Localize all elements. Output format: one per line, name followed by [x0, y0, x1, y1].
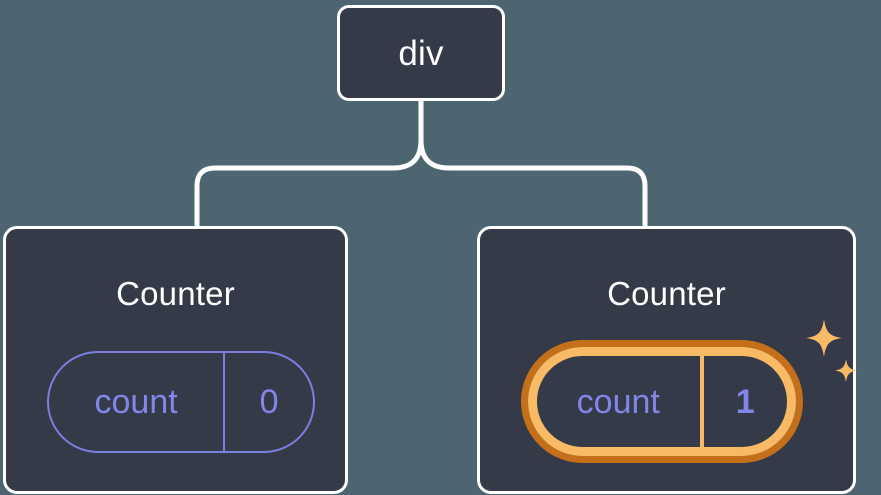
state-pill-right-key: count: [576, 382, 660, 421]
state-pill-right-value: 1: [735, 382, 755, 421]
state-pill-right-value-cell: 1: [704, 356, 788, 447]
state-pill-left-value-cell: 0: [225, 353, 313, 451]
sparkle-large-icon: [806, 319, 842, 357]
state-pill-left-key: count: [94, 383, 178, 421]
node-counter-right[interactable]: Counter count 1: [477, 226, 857, 494]
state-pill-left-value: 0: [259, 383, 279, 421]
node-counter-right-title: Counter: [607, 275, 726, 312]
state-pill-right[interactable]: count 1: [521, 340, 803, 463]
node-counter-left[interactable]: Counter count 0: [3, 226, 348, 494]
state-pill-left-key-cell: count: [49, 353, 226, 451]
state-pill-left[interactable]: count 0: [47, 351, 315, 453]
node-div-label: div: [398, 33, 444, 73]
node-counter-left-title: Counter: [116, 275, 235, 312]
state-pill-right-inner: count 1: [528, 347, 796, 456]
node-div[interactable]: div: [337, 5, 505, 101]
sparkle-small-icon: [835, 359, 857, 382]
sparkle-group: [806, 319, 857, 382]
state-pill-right-key-cell: count: [537, 356, 704, 447]
